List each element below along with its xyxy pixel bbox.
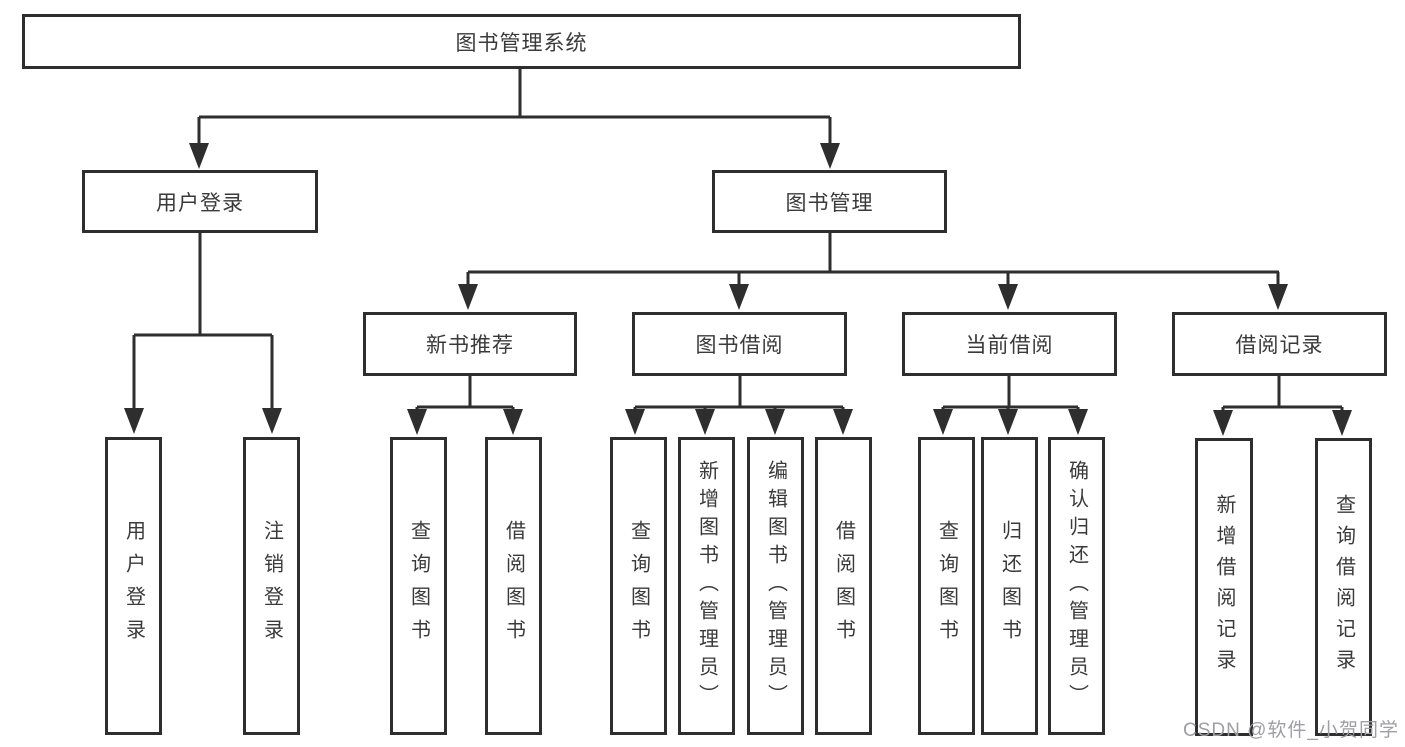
leaf-label: 查询借阅记录 [1332, 494, 1355, 680]
leaf-label: 新增图书（管理员） [695, 460, 718, 712]
leaf-label: 查询图书 [935, 520, 958, 652]
leaf-label: 查询图书 [627, 520, 650, 652]
leaf-borrow-books-recommend: 借阅图书 [485, 437, 542, 735]
leaf-edit-books-admin: 编辑图书（管理员） [747, 437, 804, 735]
leaf-label: 借阅图书 [832, 520, 855, 652]
leaf-label: 确认归还（管理员） [1065, 460, 1088, 712]
csdn-watermark: CSDN @软件_小贺同学 [1183, 720, 1399, 741]
leaf-logout: 注销登录 [243, 437, 300, 735]
node-root-library-system: 图书管理系统 [22, 14, 1021, 69]
node-new-book-recommendation: 新书推荐 [363, 312, 577, 376]
leaf-confirm-return-admin: 确认归还（管理员） [1048, 437, 1105, 735]
leaf-add-books-admin: 新增图书（管理员） [678, 437, 735, 735]
node-borrowing-records: 借阅记录 [1172, 312, 1387, 376]
leaf-label: 用户登录 [122, 520, 145, 652]
leaf-label: 查询图书 [407, 520, 430, 652]
arrow-heads [124, 143, 1352, 436]
leaf-label: 编辑图书（管理员） [764, 460, 787, 712]
node-book-borrowing: 图书借阅 [632, 312, 847, 376]
leaf-add-borrow-record: 新增借阅记录 [1195, 438, 1253, 736]
leaf-query-books-current: 查询图书 [918, 437, 975, 735]
leaf-label: 借阅图书 [502, 520, 525, 652]
node-current-borrowing: 当前借阅 [902, 312, 1117, 376]
leaf-return-books: 归还图书 [981, 437, 1038, 735]
leaf-borrow-books: 借阅图书 [815, 437, 872, 735]
node-book-management: 图书管理 [712, 170, 947, 233]
leaf-label: 归还图书 [998, 520, 1021, 652]
leaf-label: 新增借阅记录 [1213, 494, 1235, 680]
leaf-query-borrow-record: 查询借阅记录 [1315, 438, 1372, 736]
node-user-login: 用户登录 [82, 170, 318, 233]
leaf-user-login: 用户登录 [105, 437, 162, 735]
leaf-query-books-recommend: 查询图书 [390, 437, 447, 735]
leaf-label: 注销登录 [260, 520, 283, 652]
leaf-query-books-borrow: 查询图书 [610, 437, 667, 735]
